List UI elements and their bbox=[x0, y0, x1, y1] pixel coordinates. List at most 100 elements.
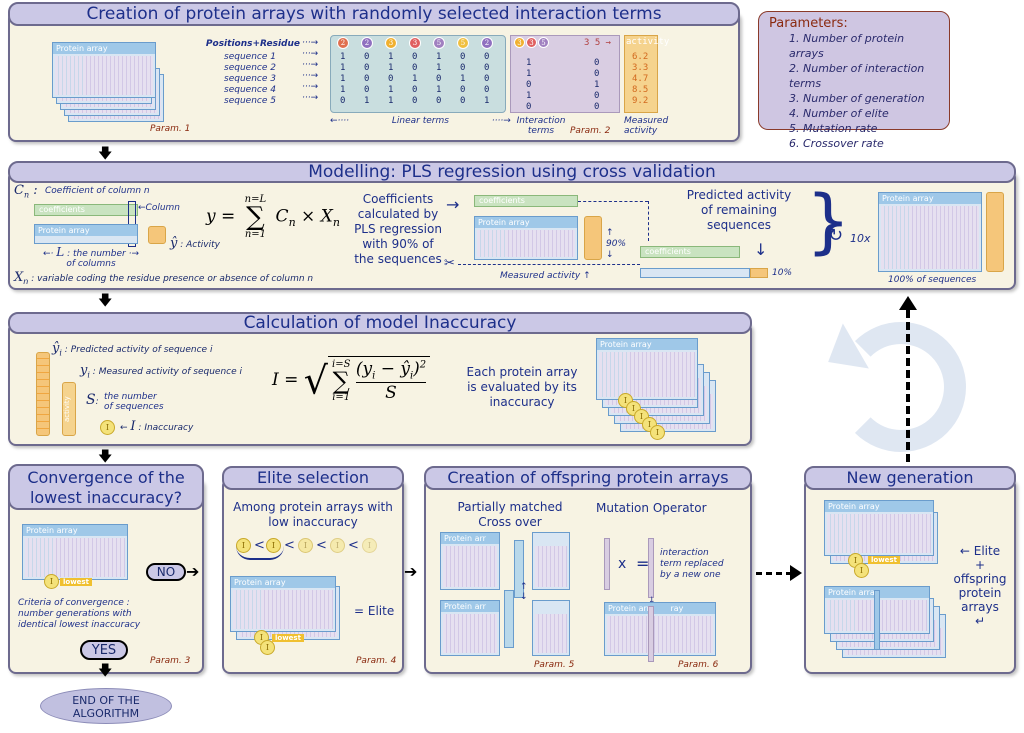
each-line-2: is evaluated by its bbox=[467, 380, 577, 394]
sequence-label: sequence 1 bbox=[224, 52, 276, 62]
no-button: NO bbox=[146, 563, 186, 581]
param-2: Param. 2 bbox=[570, 126, 611, 136]
lowest-badge: lowest bbox=[272, 634, 304, 642]
parameter-item-1: 1. Number of protein arrays bbox=[789, 32, 905, 60]
table-cell: 0 bbox=[460, 96, 466, 106]
among-line-2: low inaccuracy bbox=[268, 515, 358, 529]
dash-line-1 bbox=[578, 201, 648, 202]
activity-bar-100 bbox=[986, 192, 1004, 272]
coef-line-2: calculated by bbox=[357, 207, 439, 221]
hundred-label: 100% of sequences bbox=[888, 275, 977, 285]
table-cell: 0 bbox=[436, 96, 442, 106]
elite-label: = Elite bbox=[354, 604, 395, 618]
protein-array: Protein array bbox=[22, 524, 128, 580]
protein-array-parent-2 bbox=[532, 532, 570, 590]
cn-symbol: Cn : bbox=[14, 183, 38, 200]
table-cell: 0 bbox=[412, 85, 418, 95]
s-text-2: of sequences bbox=[104, 402, 164, 412]
table-cell: 1 bbox=[460, 74, 466, 84]
interaction-cell: 0 bbox=[594, 69, 600, 79]
criteria-text: Criteria of convergence :number generati… bbox=[18, 598, 140, 631]
criteria-line-1: Criteria of convergence : bbox=[18, 598, 130, 608]
interaction-terms-table bbox=[510, 35, 620, 113]
measured-activity-label: Measured activity ↑ bbox=[500, 271, 591, 281]
up-arrowhead bbox=[899, 296, 917, 310]
less-than: < bbox=[284, 538, 295, 553]
elite-legend: ← Elite + offspring protein arrays ↵ bbox=[948, 544, 1012, 628]
measured-text: Measured activity of sequence i bbox=[98, 367, 243, 377]
y-chip: activity bbox=[62, 382, 76, 436]
inaccuracy-coin: I bbox=[260, 640, 275, 655]
parameter-item-3: 3. Number of generation bbox=[789, 92, 925, 105]
activity-column bbox=[624, 35, 658, 113]
protein-array-mutated: Protein arr ray bbox=[604, 602, 716, 656]
arrow-right-elite: ➔ bbox=[404, 562, 418, 581]
position-header: 3 bbox=[385, 37, 397, 49]
table-cell: 1 bbox=[388, 63, 394, 73]
pls-formula: y = n=L ∑ n=1 Cn × Xn bbox=[206, 194, 340, 240]
inaccuracy-text: Inaccuracy bbox=[144, 423, 194, 433]
coef-line-4: with 90% of bbox=[362, 237, 434, 251]
mutation-note-line-3: by a new one bbox=[660, 570, 721, 580]
inaccuracy-coin: I bbox=[650, 425, 665, 440]
table-cell: 1 bbox=[388, 52, 394, 62]
y-label: yi : Measured activity of sequence i bbox=[80, 363, 243, 380]
pa-part-1: Protein arr bbox=[608, 604, 650, 613]
l-text-2: of columns bbox=[66, 259, 116, 269]
cycle-icon bbox=[836, 322, 966, 452]
column-label: ←Column bbox=[138, 203, 181, 213]
table-cell: 0 bbox=[364, 63, 370, 73]
l-text: the number bbox=[72, 249, 126, 259]
yes-button: YES bbox=[80, 640, 128, 660]
measured-activity-text: Measured activity bbox=[500, 271, 581, 281]
mutation-column-1 bbox=[604, 538, 610, 590]
inaccuracy-coin: I bbox=[330, 538, 345, 553]
param-1: Param. 1 bbox=[150, 124, 191, 134]
crossover-segment-2 bbox=[504, 590, 514, 648]
table-cell: 1 bbox=[340, 74, 346, 84]
criteria-line-3: identical lowest inaccuracy bbox=[18, 620, 141, 630]
return-arrow: ↵ bbox=[974, 614, 986, 628]
mutation-equals: = bbox=[636, 554, 650, 573]
interaction-header: 5 bbox=[538, 37, 549, 48]
interaction-header: 3 bbox=[526, 37, 537, 48]
plus-text: + bbox=[974, 558, 986, 572]
dash-line-3 bbox=[458, 264, 640, 265]
position-header: 2 bbox=[481, 37, 493, 49]
coefficients-text: coefficients bbox=[479, 196, 525, 205]
less-than: < bbox=[254, 538, 265, 553]
terms-text: terms bbox=[527, 126, 555, 136]
protein-array-label: Protein array bbox=[231, 577, 335, 588]
mutation-x: x bbox=[618, 556, 627, 572]
elite-brace bbox=[236, 546, 284, 560]
panel-elite-title: Elite selection bbox=[222, 466, 404, 490]
predicted-line-1: Predicted activity bbox=[686, 188, 792, 202]
table-cell: 0 bbox=[364, 85, 370, 95]
sequence-label: sequence 5 bbox=[224, 96, 276, 106]
sequence-label: sequence 4 bbox=[224, 85, 276, 95]
protein-array-child-2 bbox=[532, 600, 570, 656]
activity-value: 9.2 bbox=[632, 96, 649, 106]
interaction-cell: 0 bbox=[594, 91, 600, 101]
inaccuracy-coin: I bbox=[298, 538, 313, 553]
mutation-down-arrow: ↓ bbox=[648, 596, 656, 606]
activity-value: 8.5 bbox=[632, 85, 649, 95]
param-5: Param. 5 bbox=[534, 660, 575, 670]
coefficients-bar: coefficients bbox=[34, 204, 138, 216]
activity-chip bbox=[148, 226, 166, 244]
lowest-badge: lowest bbox=[60, 578, 92, 586]
linear-terms-label: ←···· Linear terms ····→ bbox=[330, 116, 511, 126]
pct-90-label: ↑90%↓ bbox=[606, 228, 627, 260]
yhat-chip bbox=[36, 352, 50, 436]
arrow-right-coef: → bbox=[446, 195, 460, 214]
table-cell: 0 bbox=[484, 52, 490, 62]
param-4: Param. 4 bbox=[356, 656, 397, 666]
parameter-item-5: 5. Mutation rate bbox=[789, 122, 878, 135]
s-text-1: the number bbox=[104, 392, 157, 402]
protein-array-label: Protein array bbox=[825, 501, 933, 512]
parameters-title: Parameters: bbox=[769, 16, 848, 31]
table-cell: 0 bbox=[484, 85, 490, 95]
inaccuracy-coin: I bbox=[626, 401, 641, 416]
no-text: NO bbox=[156, 565, 176, 579]
interaction-header: 3 bbox=[514, 37, 525, 48]
